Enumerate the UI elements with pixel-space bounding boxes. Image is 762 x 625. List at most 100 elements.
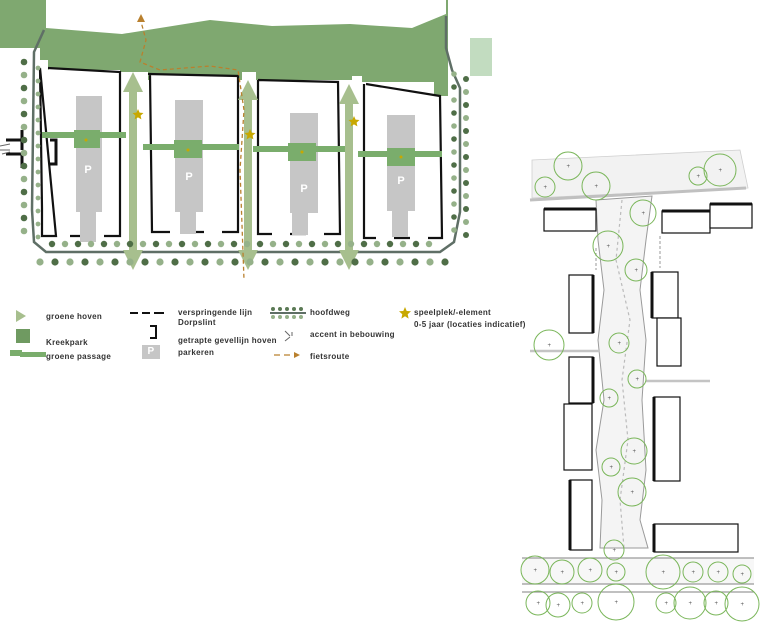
tree-center-mark: + [662, 570, 666, 576]
passage-dots [84, 138, 403, 159]
tree-center-mark: + [719, 168, 723, 174]
tree-center-mark: + [615, 570, 619, 576]
tree [463, 232, 469, 238]
legend-parkeren: parkeren [178, 348, 215, 357]
tree [100, 240, 108, 248]
tree [463, 89, 469, 95]
tree [295, 240, 303, 248]
parking-labels: P P P P [84, 164, 404, 195]
legend-parkeren-swatch: P [142, 345, 160, 359]
tree [451, 227, 457, 233]
legend-groene-passage-swatch [10, 350, 46, 357]
tree [291, 258, 299, 266]
tree [347, 240, 355, 248]
tree [171, 258, 179, 266]
legend-groene-hoven-swatch [16, 310, 26, 322]
tree [35, 78, 41, 84]
tree [463, 141, 469, 147]
tree [87, 240, 95, 248]
detail-tree [577, 557, 603, 583]
tree [20, 149, 28, 157]
detail-tree [655, 592, 677, 614]
detail-tree [617, 477, 647, 507]
tree [217, 240, 225, 248]
tree [463, 102, 469, 108]
tree-center-mark: + [741, 602, 745, 608]
tree-center-mark: + [595, 184, 599, 190]
detail-tree [620, 437, 648, 465]
tree [126, 258, 134, 266]
tree [186, 258, 194, 266]
bld-r1b [709, 203, 753, 229]
tree [463, 180, 469, 186]
parking-label-3: P [300, 183, 307, 195]
detail-tree [533, 329, 565, 361]
tree [152, 240, 160, 248]
tree-rows [20, 58, 469, 266]
tree-center-mark: + [608, 396, 612, 402]
tree-center-mark: + [548, 343, 552, 349]
tree [451, 162, 457, 168]
legend-fietsroute-swatch [274, 352, 300, 358]
tree [386, 240, 394, 248]
tree [20, 110, 28, 118]
parking-label-1: P [84, 164, 91, 176]
star-2 [244, 129, 256, 140]
star-3 [348, 116, 360, 127]
parking-label-2: P [185, 171, 192, 183]
green-corridor [595, 195, 653, 549]
legend-verspringende-line1: verspringende lijn [178, 308, 253, 317]
bld-r1 [661, 210, 711, 234]
tree [36, 258, 44, 266]
detail-tree [673, 586, 707, 620]
legend-getrapte-swatch [150, 325, 157, 339]
tree [20, 97, 28, 105]
detail-tree [581, 171, 611, 201]
tree [441, 258, 449, 266]
tree-center-mark: + [689, 601, 693, 607]
tree [463, 76, 469, 82]
legend-verspringende-line2: Dorpslint [178, 318, 216, 327]
building-thick-edges [544, 202, 752, 552]
tree [308, 240, 316, 248]
detail-tree [703, 153, 737, 187]
tree-center-mark: + [534, 568, 538, 574]
tree [216, 258, 224, 266]
tree [165, 240, 173, 248]
tree [463, 128, 469, 134]
tree [399, 240, 407, 248]
tree [35, 195, 41, 201]
tree [366, 258, 374, 266]
tree-center-mark: + [636, 377, 640, 383]
detail-tree [601, 457, 621, 477]
tree [35, 234, 41, 240]
masterplan: P P P P [0, 0, 492, 281]
tree [111, 258, 119, 266]
bld-l3 [568, 356, 594, 404]
tree [20, 136, 28, 144]
hoven-arrow-2 [238, 80, 258, 270]
tree [230, 240, 238, 248]
tree [321, 258, 329, 266]
tree [35, 169, 41, 175]
detail-tree [624, 258, 648, 282]
tree [35, 65, 41, 71]
tree-center-mark: + [717, 570, 721, 576]
tree [66, 258, 74, 266]
tree [451, 188, 457, 194]
tree [156, 258, 164, 266]
tree [334, 240, 342, 248]
legend-speelplek-line1: speelplek/-element [414, 308, 491, 317]
detail-tree [571, 592, 593, 614]
legend-kreekpark-swatch [16, 329, 30, 343]
legend-speelplek-star [399, 307, 411, 319]
tree [360, 240, 368, 248]
detail-trees: ++++++++++++++++++++++++++++++++ [520, 151, 760, 622]
parking-2b [180, 212, 196, 234]
top-road [529, 186, 747, 202]
tree-center-mark: + [715, 601, 719, 607]
tree [20, 58, 28, 66]
tree [256, 240, 264, 248]
tree [451, 175, 457, 181]
